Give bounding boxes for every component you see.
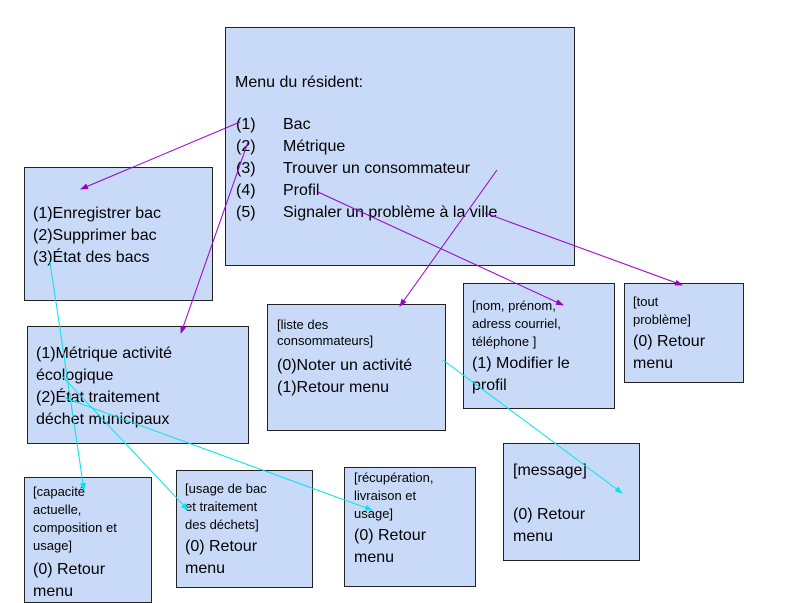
probleme-note: [tout: [633, 294, 659, 309]
usage-note: et traitement: [185, 499, 258, 514]
metrique-menu-line: écologique: [36, 367, 114, 384]
retour-menu-option-cont: menu: [633, 355, 674, 372]
metrique-menu-line[interactable]: (1)Métrique activité: [36, 345, 173, 362]
probleme-box: [tout problème] (0) Retour menu: [624, 283, 744, 383]
consommateur-note: [liste des: [277, 317, 329, 332]
bac-menu-box: (1)Enregistrer bac (2)Supprimer bac (3)É…: [24, 167, 213, 301]
usage-note: [usage de bac: [185, 481, 267, 496]
bac-menu-line[interactable]: (3)État des bacs: [33, 249, 150, 266]
capacite-note: composition et: [33, 520, 117, 535]
message-placeholder[interactable]: [message]: [513, 462, 587, 479]
usage-note: des déchets]: [185, 517, 259, 532]
retour-menu-option-cont: menu: [513, 528, 554, 545]
probleme-note: problème]: [633, 312, 691, 327]
capacite-box: [capacité actuelle, composition et usage…: [24, 477, 152, 603]
main-menu-title: Menu du résident:: [235, 74, 364, 91]
noter-activite-option[interactable]: (0)Noter un activité: [277, 357, 413, 374]
retour-menu-option[interactable]: (0) Retour: [33, 561, 106, 578]
profil-note: adress courriel,: [472, 316, 561, 331]
message-box: [message] (0) Retour menu: [503, 443, 640, 561]
retour-menu-option[interactable]: (0) Retour: [633, 333, 706, 350]
recuperation-box: [récupération, livraison et usage] (0) R…: [344, 467, 476, 587]
modifier-profil-option-cont: profil: [472, 377, 507, 394]
recuperation-note: usage]: [354, 506, 394, 521]
profil-box: [nom, prénom, adress courriel, téléphone…: [463, 283, 615, 409]
metrique-menu-line[interactable]: (2)État traitement: [36, 389, 160, 406]
recuperation-note: [récupération,: [354, 470, 434, 485]
consommateur-box: [liste des consommateurs] (0)Noter un ac…: [267, 304, 446, 431]
metrique-menu-line: déchet municipaux: [36, 411, 170, 428]
metrique-menu-box: (1)Métrique activité écologique (2)État …: [27, 326, 249, 444]
capacite-note: usage]: [33, 538, 73, 553]
bac-menu-line[interactable]: (1)Enregistrer bac: [33, 205, 162, 222]
usage-box: [usage de bac et traitement des déchets]…: [176, 470, 313, 588]
retour-menu-option[interactable]: (0) Retour: [513, 506, 586, 523]
consommateur-note: consommateurs]: [277, 333, 374, 348]
retour-menu-option-cont: menu: [185, 560, 226, 577]
main-menu-box: Menu du résident: (1) Bac (2) Métrique (…: [225, 27, 575, 266]
capacite-note: actuelle,: [33, 502, 82, 517]
profil-note: téléphone ]: [472, 334, 537, 349]
profil-note: [nom, prénom,: [472, 298, 556, 313]
recuperation-note: livraison et: [354, 488, 417, 503]
retour-menu-option[interactable]: (1)Retour menu: [277, 379, 390, 396]
bac-menu-line[interactable]: (2)Supprimer bac: [33, 227, 157, 244]
retour-menu-option-cont: menu: [354, 549, 395, 566]
capacite-note: [capacité: [33, 484, 86, 499]
retour-menu-option-cont: menu: [33, 583, 74, 600]
retour-menu-option[interactable]: (0) Retour: [185, 538, 258, 555]
modifier-profil-option[interactable]: (1) Modifier le: [472, 355, 570, 372]
retour-menu-option[interactable]: (0) Retour: [354, 527, 427, 544]
